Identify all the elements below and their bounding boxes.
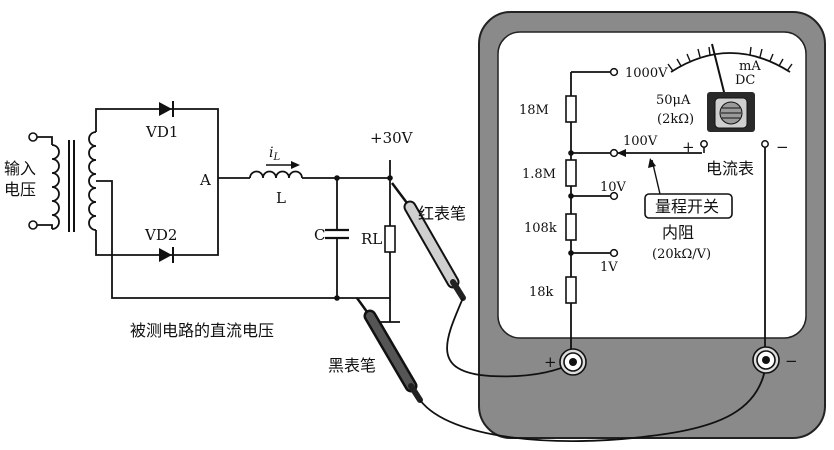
resistor-1-8m: [565, 159, 577, 187]
supply-voltage-label: +30V: [370, 129, 414, 147]
resistor-18m: [565, 95, 577, 123]
plus-binding-post-icon: [559, 348, 587, 376]
scale-unit-label: mA: [739, 59, 761, 74]
meter-minus-sign: −: [776, 138, 789, 156]
range-terminal-100v: [609, 148, 619, 158]
range-switch-label: 量程开关: [655, 197, 719, 216]
capacitor-bottom-dot: [334, 295, 340, 301]
movement-resistance-label: (2kΩ): [657, 112, 694, 127]
transformer: [28, 131, 97, 232]
resistor-108k: [565, 213, 577, 241]
capacitor: [325, 178, 349, 298]
meter-plus-terminal: [700, 140, 708, 148]
plus-terminal-label: +: [544, 353, 557, 371]
black-probe: [355, 297, 423, 403]
range-10v-label: 10V: [600, 180, 627, 195]
capacitor-label: C: [314, 226, 325, 244]
node-a-label: A: [199, 171, 211, 189]
resistor-18k: [565, 276, 577, 304]
input-voltage-label-1: 输入: [4, 159, 36, 178]
output-node-dot: [387, 175, 393, 181]
circuit-caption: 被测电路的直流电压: [130, 321, 274, 340]
red-probe-label: 红表笔: [418, 204, 466, 223]
inductor-label: L: [276, 189, 286, 207]
capacitor-top-dot: [334, 175, 340, 181]
diode-vd1-label: VD1: [145, 123, 178, 141]
range-terminal-10v: [609, 191, 619, 201]
red-lead-wire: [446, 297, 576, 378]
black-probe-label: 黑表笔: [328, 356, 376, 375]
load-resistor: [380, 160, 400, 323]
junction-dot-1: [568, 150, 574, 156]
range-switch-wiper: [617, 149, 702, 157]
movement-current-label: 50μA: [656, 93, 691, 108]
meter-scale: [667, 46, 793, 73]
inductor-current-label: iL: [269, 145, 280, 163]
resistor-18m-label: 18M: [519, 103, 549, 118]
diode-vd2-label: VD2: [144, 226, 177, 244]
rectifier-wires: [95, 108, 219, 256]
range-switch-callout-arrow: [648, 158, 661, 195]
black-lead-wire: [419, 363, 767, 442]
internal-resistance-value: (20kΩ/V): [652, 247, 711, 262]
range-100v-label: 100V: [623, 134, 658, 149]
load-resistor-label: RL: [361, 230, 382, 248]
scale-type-label: DC: [735, 73, 755, 88]
ammeter-label: 电流表: [706, 159, 754, 178]
inductor-coil: [249, 170, 303, 179]
meter-coil-icon: [707, 92, 755, 132]
range-1000v-label: 1000V: [625, 66, 668, 81]
minus-binding-post-icon: [752, 346, 780, 374]
range-terminal-1000v: [609, 67, 619, 77]
junction-dot-2: [568, 193, 574, 199]
diode-vd1: [159, 101, 174, 117]
center-tap-return-wire: [96, 180, 390, 299]
resistor-1-8m-label: 1.8M: [522, 167, 556, 182]
input-voltage-label-2: 电压: [4, 180, 36, 199]
diode-vd2: [159, 247, 174, 263]
current-direction-arrow: [266, 161, 300, 169]
meter-plus-sign: +: [682, 138, 695, 156]
junction-dot-3: [568, 250, 574, 256]
internal-resistance-title: 内阻: [662, 223, 694, 242]
red-probe: [391, 182, 466, 301]
meter-minus-terminal: [761, 140, 769, 148]
range-terminal-1v: [609, 248, 619, 258]
range-1v-label: 1V: [600, 260, 618, 275]
minus-terminal-label: −: [785, 352, 798, 370]
resistor-18k-label: 18k: [529, 285, 554, 300]
resistor-108k-label: 108k: [524, 221, 557, 236]
range-switch-label-box: [644, 193, 733, 219]
